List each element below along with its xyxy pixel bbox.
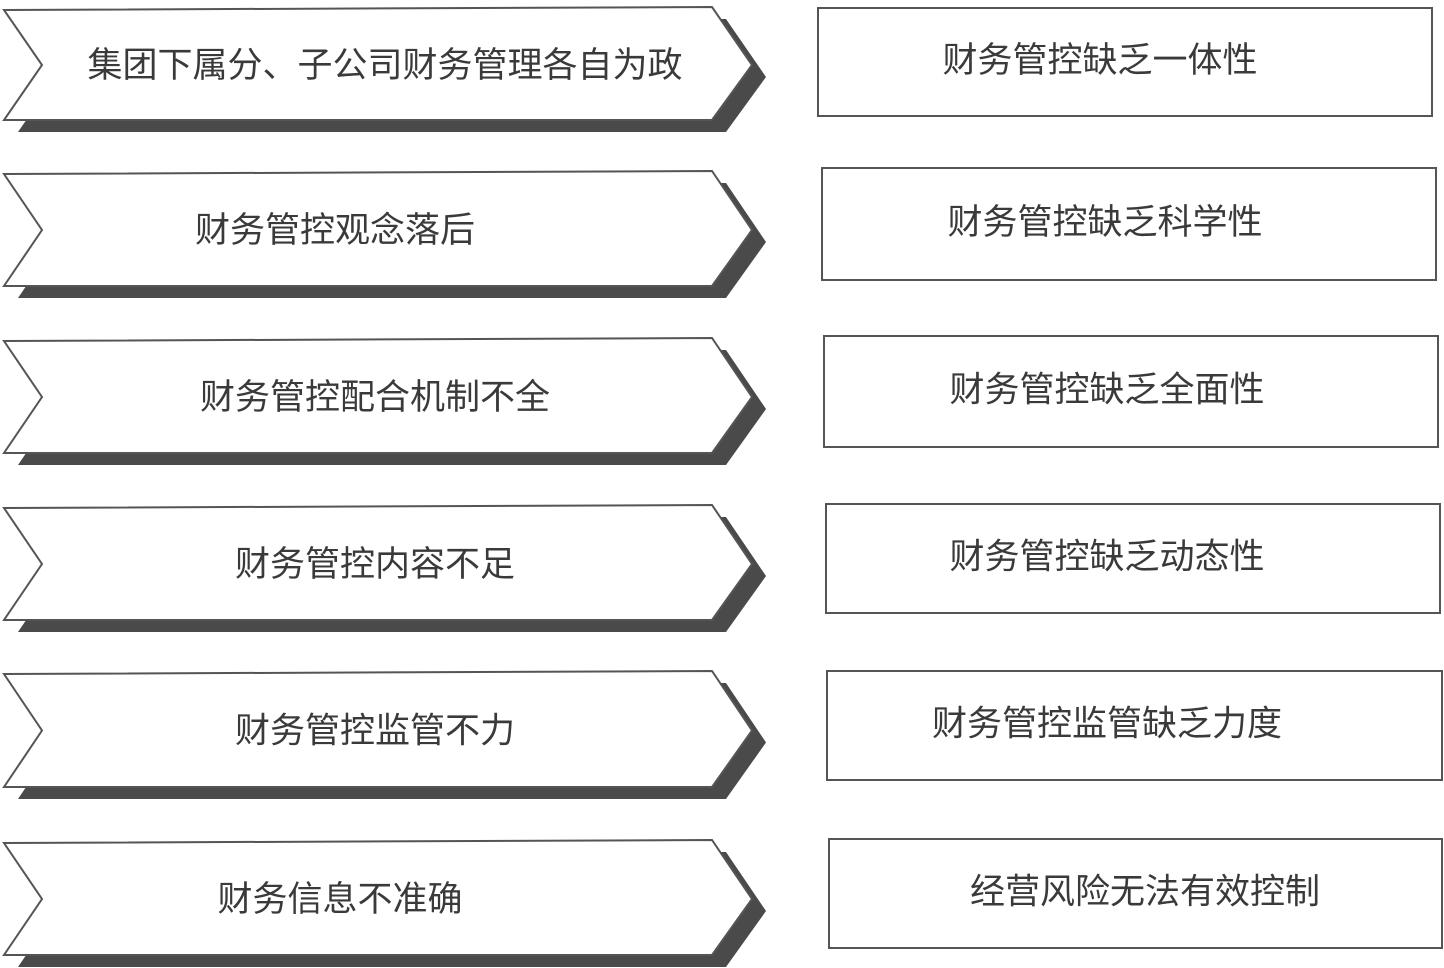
effect-box [823, 335, 1439, 448]
cause-effect-row: 财务管控观念落后 财务管控缺乏科学性 [2, 167, 1437, 298]
cause-chevron [2, 838, 754, 956]
effect-box [821, 167, 1437, 281]
cause-chevron [2, 669, 754, 788]
cause-label: 财务管控监管不力 [235, 712, 515, 752]
effect-box [817, 7, 1433, 117]
cause-chevron [2, 169, 754, 287]
cause-chevron [2, 5, 754, 121]
cause-label: 财务管控配合机制不全 [200, 378, 550, 418]
cause-effect-row: 财务管控监管不力 财务管控监管缺乏力度 [2, 669, 1443, 799]
cause-effect-row: 财务信息不准确 经营风险无法有效控制 [2, 838, 1443, 967]
effect-box [828, 838, 1443, 949]
effect-label: 财务管控缺乏科学性 [947, 203, 1262, 243]
effect-label: 经营风险无法有效控制 [970, 873, 1320, 913]
cause-chevron [2, 503, 754, 621]
cause-label: 财务信息不准确 [217, 880, 462, 920]
effect-box [826, 670, 1443, 781]
effect-label: 财务管控缺乏动态性 [949, 538, 1264, 578]
effect-label: 财务管控缺乏全面性 [949, 371, 1264, 411]
cause-effect-row: 财务管控配合机制不全 财务管控缺乏全面性 [2, 335, 1439, 465]
cause-label: 财务管控内容不足 [235, 545, 515, 585]
effect-label: 财务管控缺乏一体性 [942, 41, 1257, 81]
cause-label: 集团下属分、子公司财务管理各自为政 [87, 46, 682, 86]
effect-box [825, 503, 1441, 614]
cause-effect-row: 财务管控内容不足 财务管控缺乏动态性 [2, 503, 1441, 632]
cause-label: 财务管控观念落后 [195, 211, 475, 251]
effect-label: 财务管控监管缺乏力度 [932, 705, 1282, 745]
cause-effect-row: 集团下属分、子公司财务管理各自为政 财务管控缺乏一体性 [2, 5, 1433, 132]
cause-chevron [2, 336, 754, 454]
